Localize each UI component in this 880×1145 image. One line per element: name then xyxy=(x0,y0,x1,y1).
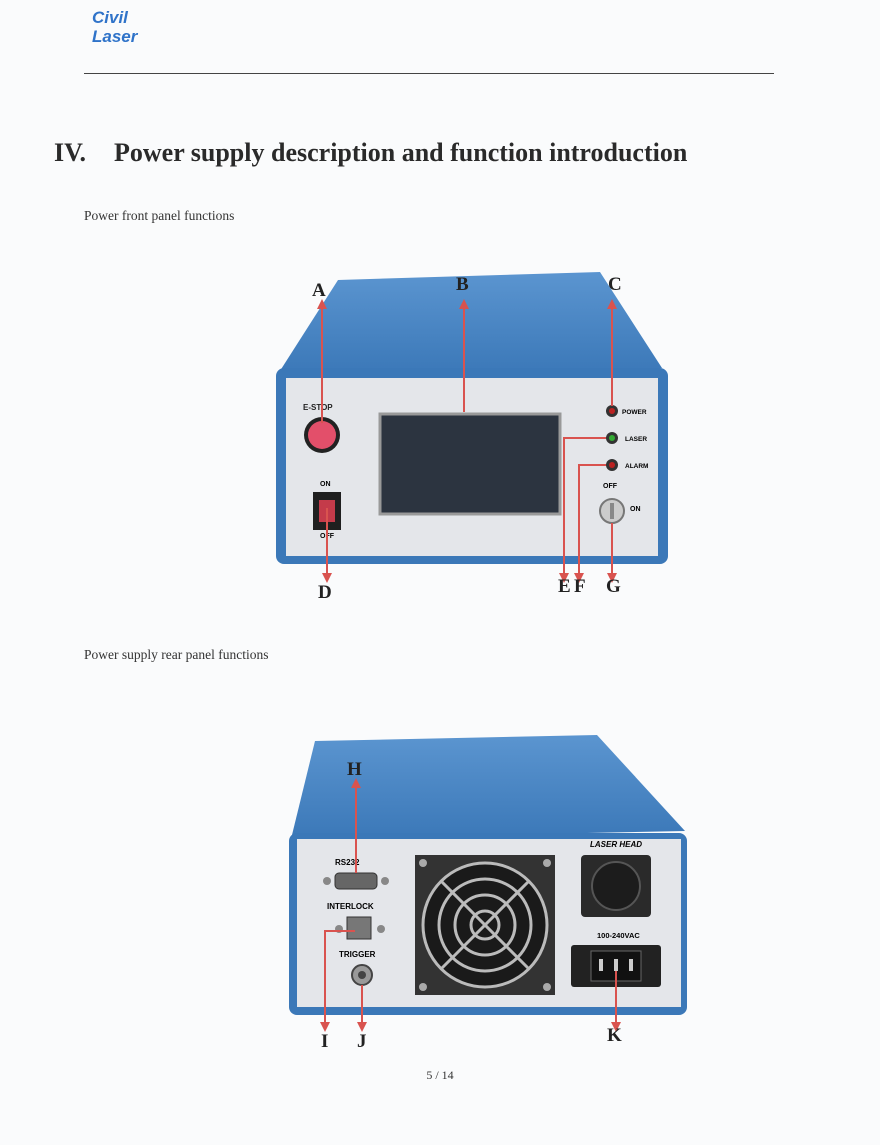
ac-pin-1 xyxy=(599,959,603,971)
interlock-port xyxy=(346,916,372,940)
label-k: K xyxy=(607,1025,622,1046)
alarm-led-lens xyxy=(609,462,615,468)
trigger-label: TRIGGER xyxy=(339,950,376,959)
section-number: IV. xyxy=(54,138,87,167)
fan-screw-bl xyxy=(419,983,427,991)
front-panel-figure: E-STOP ON OFF POWER LASER ALARM OFF ON A… xyxy=(276,272,668,603)
rear-case-top xyxy=(291,735,685,839)
front-caption: Power front panel functions xyxy=(84,208,235,223)
label-g: G xyxy=(606,576,621,597)
estop-label: E-STOP xyxy=(303,403,333,412)
label-f: F xyxy=(574,576,586,597)
label-i: I xyxy=(321,1031,328,1052)
fan-ring-4 xyxy=(469,909,501,941)
trigger-pin xyxy=(358,971,366,979)
fan-ring-2 xyxy=(437,877,533,973)
ac-label: 100-240VAC xyxy=(597,931,640,940)
logo-line1: Civil xyxy=(92,8,128,27)
fan-screw-br xyxy=(543,983,551,991)
arrow-i xyxy=(320,930,355,1032)
rs232-screw-left xyxy=(323,877,331,885)
rear-panel-figure: RS232 INTERLOCK TRIGGER LASER HEAD 100-2… xyxy=(289,735,687,1052)
fan-screw-tl xyxy=(419,859,427,867)
laser-label: LASER xyxy=(625,436,647,443)
case-top xyxy=(278,272,662,374)
alarm-label: ALARM xyxy=(625,463,648,470)
fan-ring-3 xyxy=(453,893,517,957)
rear-caption: Power supply rear panel functions xyxy=(84,647,269,662)
fan-strut-2 xyxy=(439,879,531,971)
laser-head-label: LASER HEAD xyxy=(590,840,642,849)
interlock-label: INTERLOCK xyxy=(327,902,374,911)
laser-head-cap xyxy=(591,861,641,911)
label-d: D xyxy=(318,582,332,603)
display-screen xyxy=(378,412,562,516)
rs232-port xyxy=(334,872,378,890)
key-on-label: ON xyxy=(630,506,641,513)
label-b: B xyxy=(456,274,469,295)
laser-led-lens xyxy=(609,435,615,441)
key-off-label: OFF xyxy=(603,483,618,490)
arrow-f xyxy=(574,464,606,583)
ac-pin-2 xyxy=(614,959,618,971)
label-c: C xyxy=(608,274,622,295)
switch-on-label: ON xyxy=(320,481,331,488)
logo: Civil Laser xyxy=(92,8,137,46)
estop-button xyxy=(308,421,336,449)
label-j: J xyxy=(357,1031,367,1052)
power-label: POWER xyxy=(622,409,647,416)
label-e: E xyxy=(558,576,571,597)
label-h: H xyxy=(347,759,362,780)
power-led-lens xyxy=(609,408,615,414)
logo-line2: Laser xyxy=(92,27,138,46)
section-heading: IV. Power supply description and function… xyxy=(54,138,687,168)
rs232-label: RS232 xyxy=(335,858,360,867)
arrow-e xyxy=(559,437,606,583)
rs232-screw-right xyxy=(381,877,389,885)
key-slot xyxy=(610,503,614,519)
page-number: 5 / 14 xyxy=(426,1068,454,1082)
label-a: A xyxy=(312,280,326,301)
header-rule xyxy=(84,73,774,74)
interlock-screw-right xyxy=(377,925,385,933)
fan-screw-tr xyxy=(543,859,551,867)
ac-pin-3 xyxy=(629,959,633,971)
section-title: Power supply description and function in… xyxy=(114,138,688,167)
